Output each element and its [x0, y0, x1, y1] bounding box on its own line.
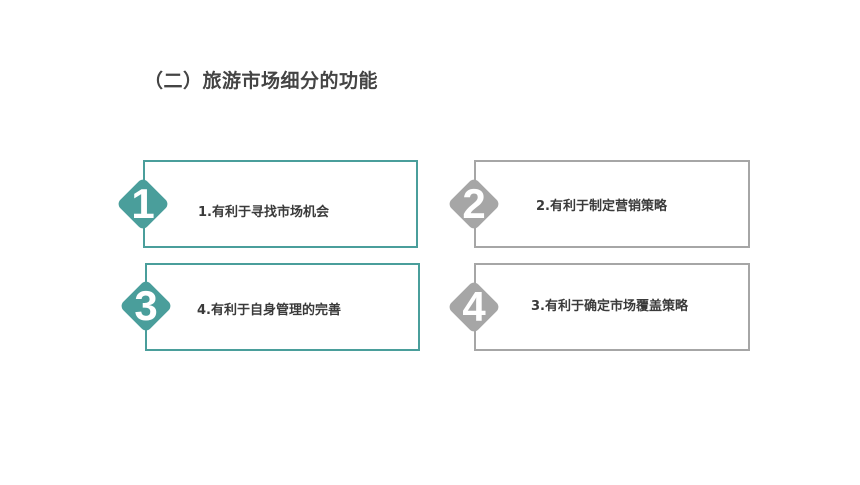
- function-card-1: [143, 160, 418, 248]
- page-title: （二）旅游市场细分的功能: [144, 70, 379, 92]
- function-label-1: 1.有利于寻找市场机会: [198, 205, 329, 220]
- number-badge-2: 2: [447, 177, 501, 231]
- function-label-3: 4.有利于自身管理的完善: [197, 303, 341, 318]
- function-card-4: [474, 263, 750, 351]
- badge-number: 4: [462, 283, 486, 330]
- function-card-2: [474, 160, 750, 248]
- number-badge-4: 4: [447, 280, 501, 334]
- function-card-3: [145, 263, 420, 351]
- function-label-2: 2.有利于制定营销策略: [536, 199, 667, 214]
- badge-number: 2: [462, 180, 486, 227]
- function-label-4: 3.有利于确定市场覆盖策略: [531, 299, 688, 314]
- number-badge-3: 3: [119, 279, 173, 333]
- number-badge-1: 1: [116, 177, 170, 231]
- badge-number: 1: [131, 180, 155, 227]
- badge-number: 3: [134, 282, 158, 329]
